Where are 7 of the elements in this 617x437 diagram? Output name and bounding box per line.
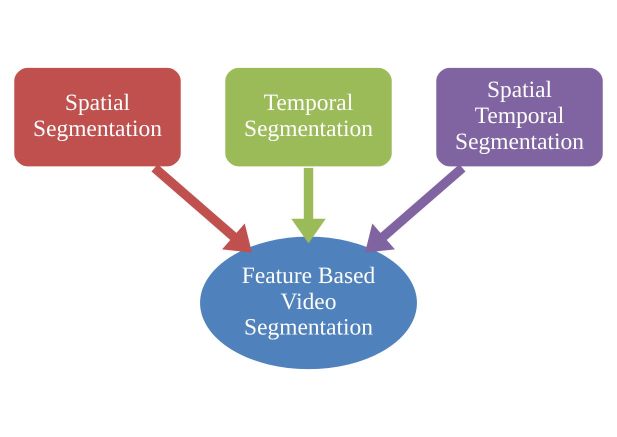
arrow bbox=[365, 164, 466, 253]
node-box: Spatial Temporal Segmentation bbox=[434, 66, 606, 169]
arrow bbox=[291, 168, 326, 244]
node-ellipse: Feature Based Video Segmentation bbox=[198, 234, 420, 372]
arrow bbox=[152, 164, 252, 253]
node-box: Spatial Segmentation bbox=[12, 66, 184, 169]
node-box: Temporal Segmentation bbox=[222, 66, 394, 169]
